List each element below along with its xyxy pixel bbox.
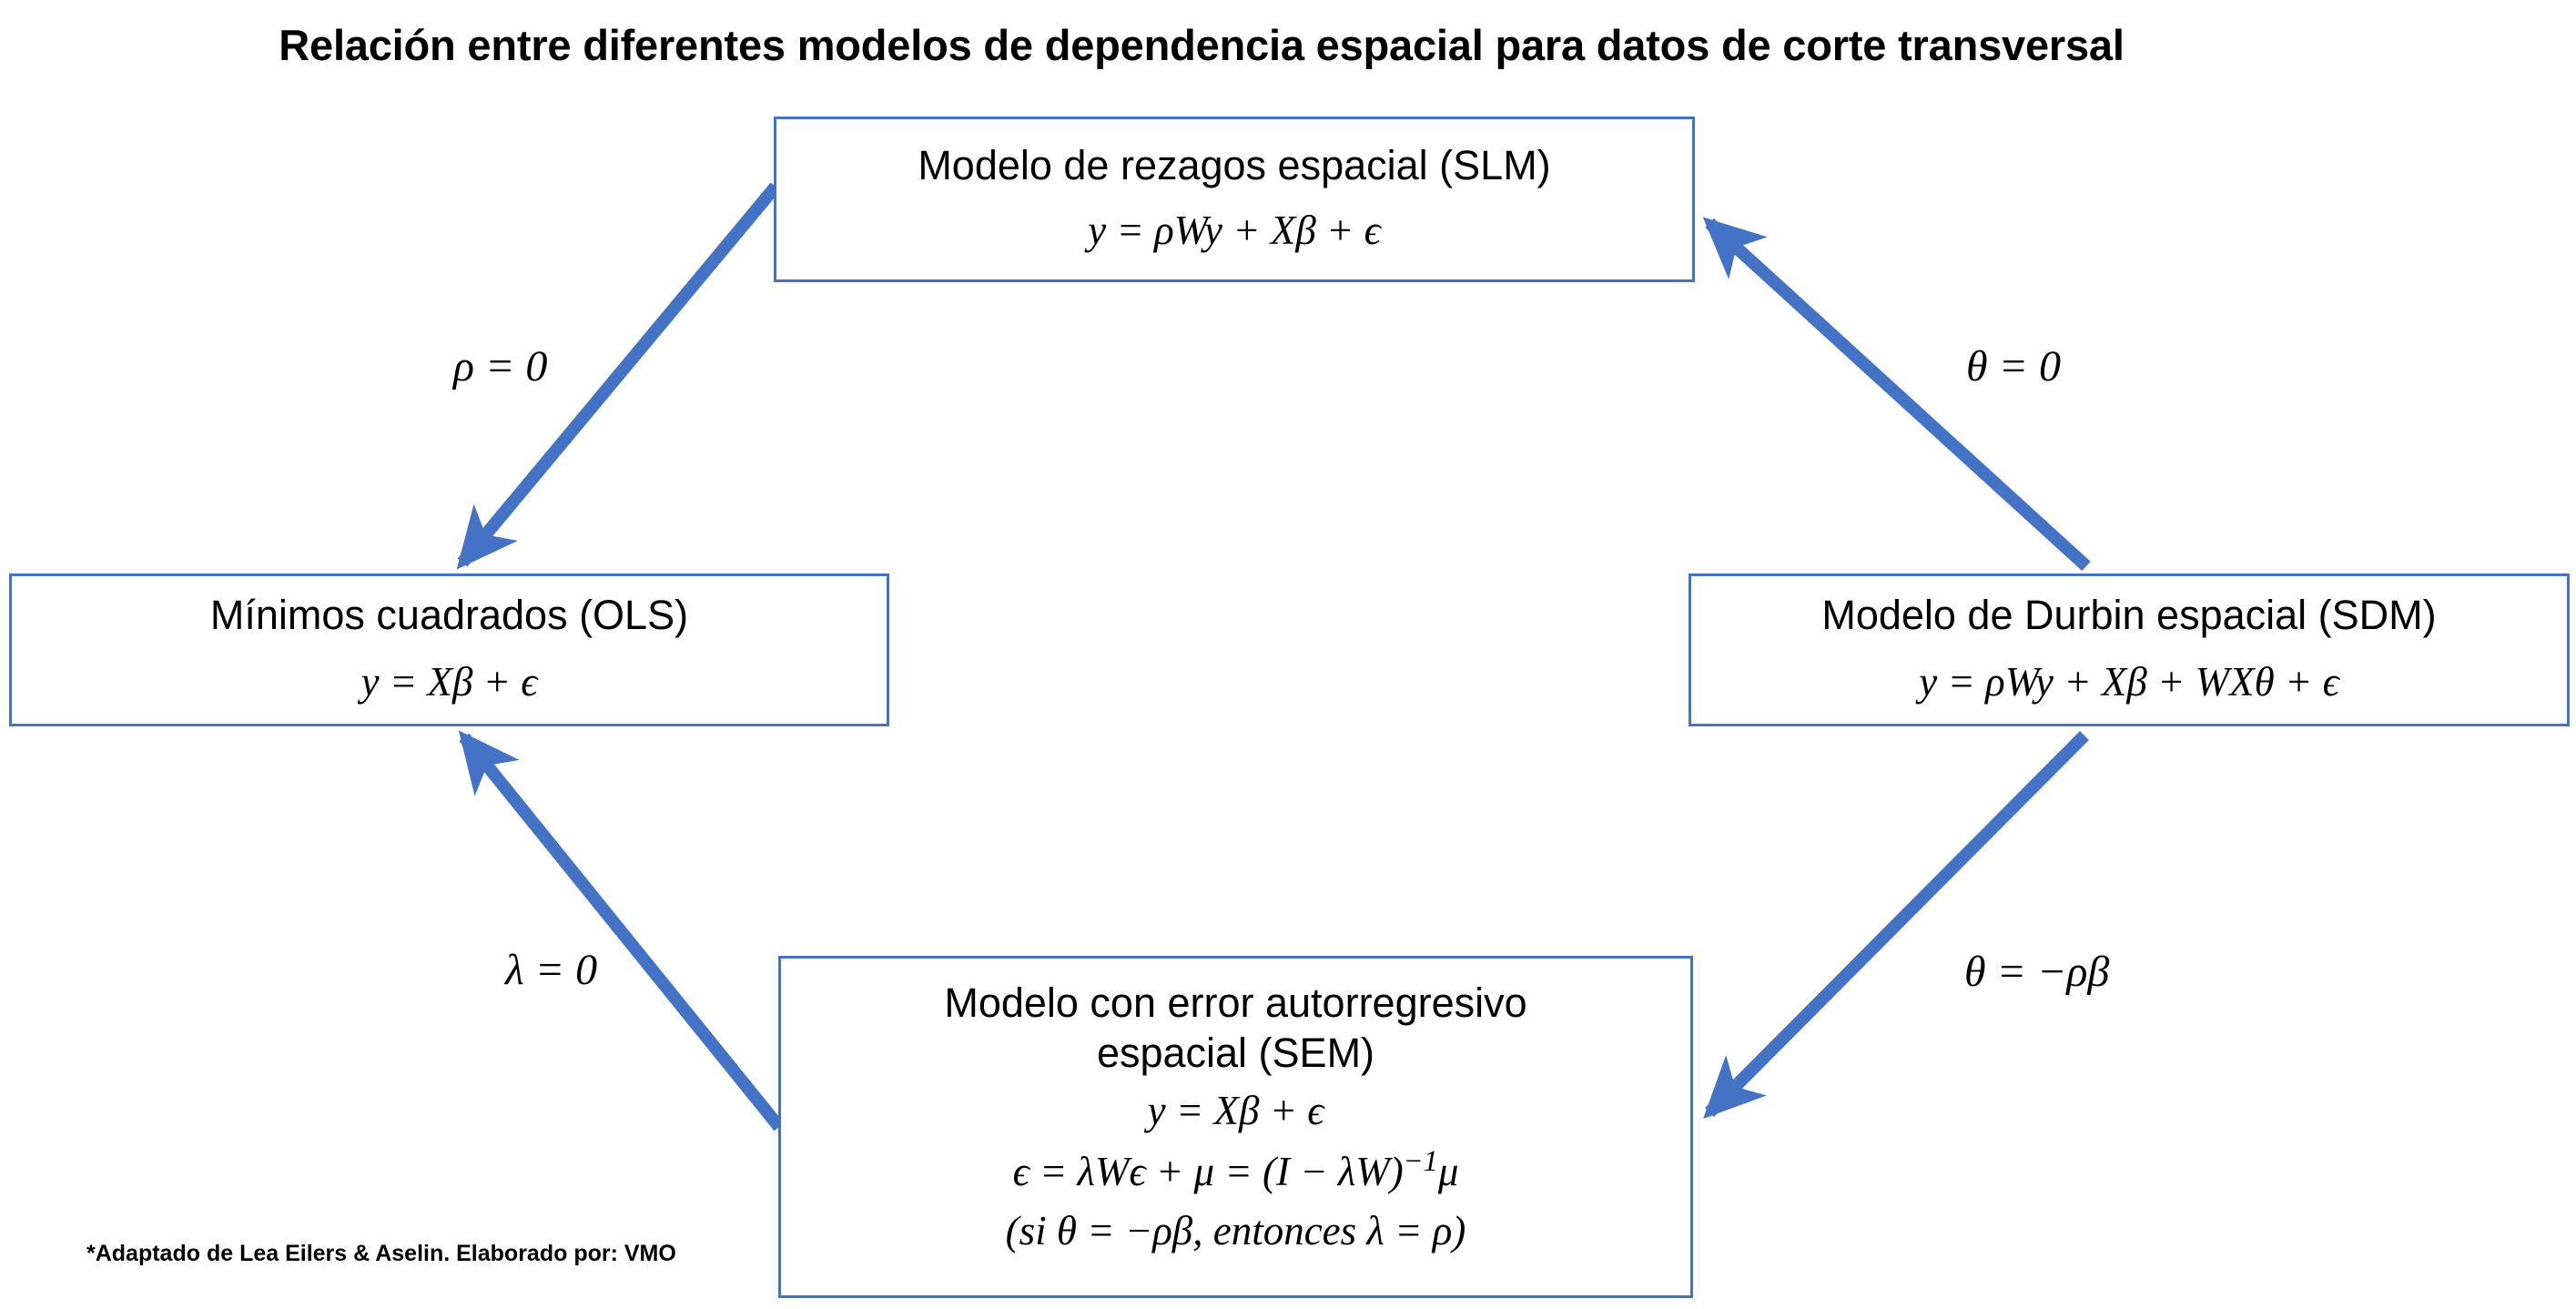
node-sem-equation-2-exponent: −1 <box>1403 1145 1438 1179</box>
node-sem-equation-2-main: ϵ = λWϵ + μ = (I − λW) <box>1012 1149 1404 1195</box>
node-sdm: Modelo de Durbin espacial (SDM) y = ρWy … <box>1689 573 2570 726</box>
node-slm-equation: y = ρWy + Xβ + ϵ <box>1088 208 1381 254</box>
node-sem-equation-1: y = Xβ + ϵ <box>1147 1087 1324 1133</box>
node-sem-equation-2: ϵ = λWϵ + μ = (I − λW)−1μ <box>1013 1142 1459 1199</box>
edge-label-slm-to-ols: ρ = 0 <box>453 342 548 391</box>
edge-label-sdm-to-sem: θ = −ρβ <box>1964 948 2110 996</box>
arrow-sem-to-ols <box>458 730 785 1131</box>
page-title: Relación entre diferentes modelos de dep… <box>279 21 2125 69</box>
node-ols-equation: y = Xβ + ϵ <box>360 659 538 705</box>
node-sem-title: Modelo con error autorregresivo espacial… <box>944 979 1527 1076</box>
edge-label-sem-to-ols: λ = 0 <box>505 946 598 994</box>
node-sem: Modelo con error autorregresivo espacial… <box>778 956 1693 1298</box>
node-ols: Mínimos cuadrados (OLS) y = Xβ + ϵ <box>9 573 889 726</box>
source-footnote: *Adaptado de Lea Eilers & Aselin. Elabor… <box>86 1241 676 1266</box>
node-ols-title: Mínimos cuadrados (OLS) <box>209 592 689 639</box>
node-slm: Modelo de rezagos espacial (SLM) y = ρWy… <box>774 117 1695 282</box>
node-sdm-equation: y = ρWy + Xβ + WXθ + ϵ <box>1919 659 2339 705</box>
edge-label-sdm-to-slm: θ = 0 <box>1966 342 2061 391</box>
node-sdm-title: Modelo de Durbin espacial (SDM) <box>1821 592 2437 639</box>
node-sem-equation-2-tail: μ <box>1437 1149 1459 1195</box>
node-sem-equation-3: (si θ = −ρβ, entonces λ = ρ) <box>1005 1207 1466 1253</box>
arrow-sdm-to-slm <box>1702 217 2091 572</box>
node-slm-title: Modelo de rezagos espacial (SLM) <box>918 142 1551 189</box>
arrow-sdm-to-sem <box>1703 731 2089 1119</box>
